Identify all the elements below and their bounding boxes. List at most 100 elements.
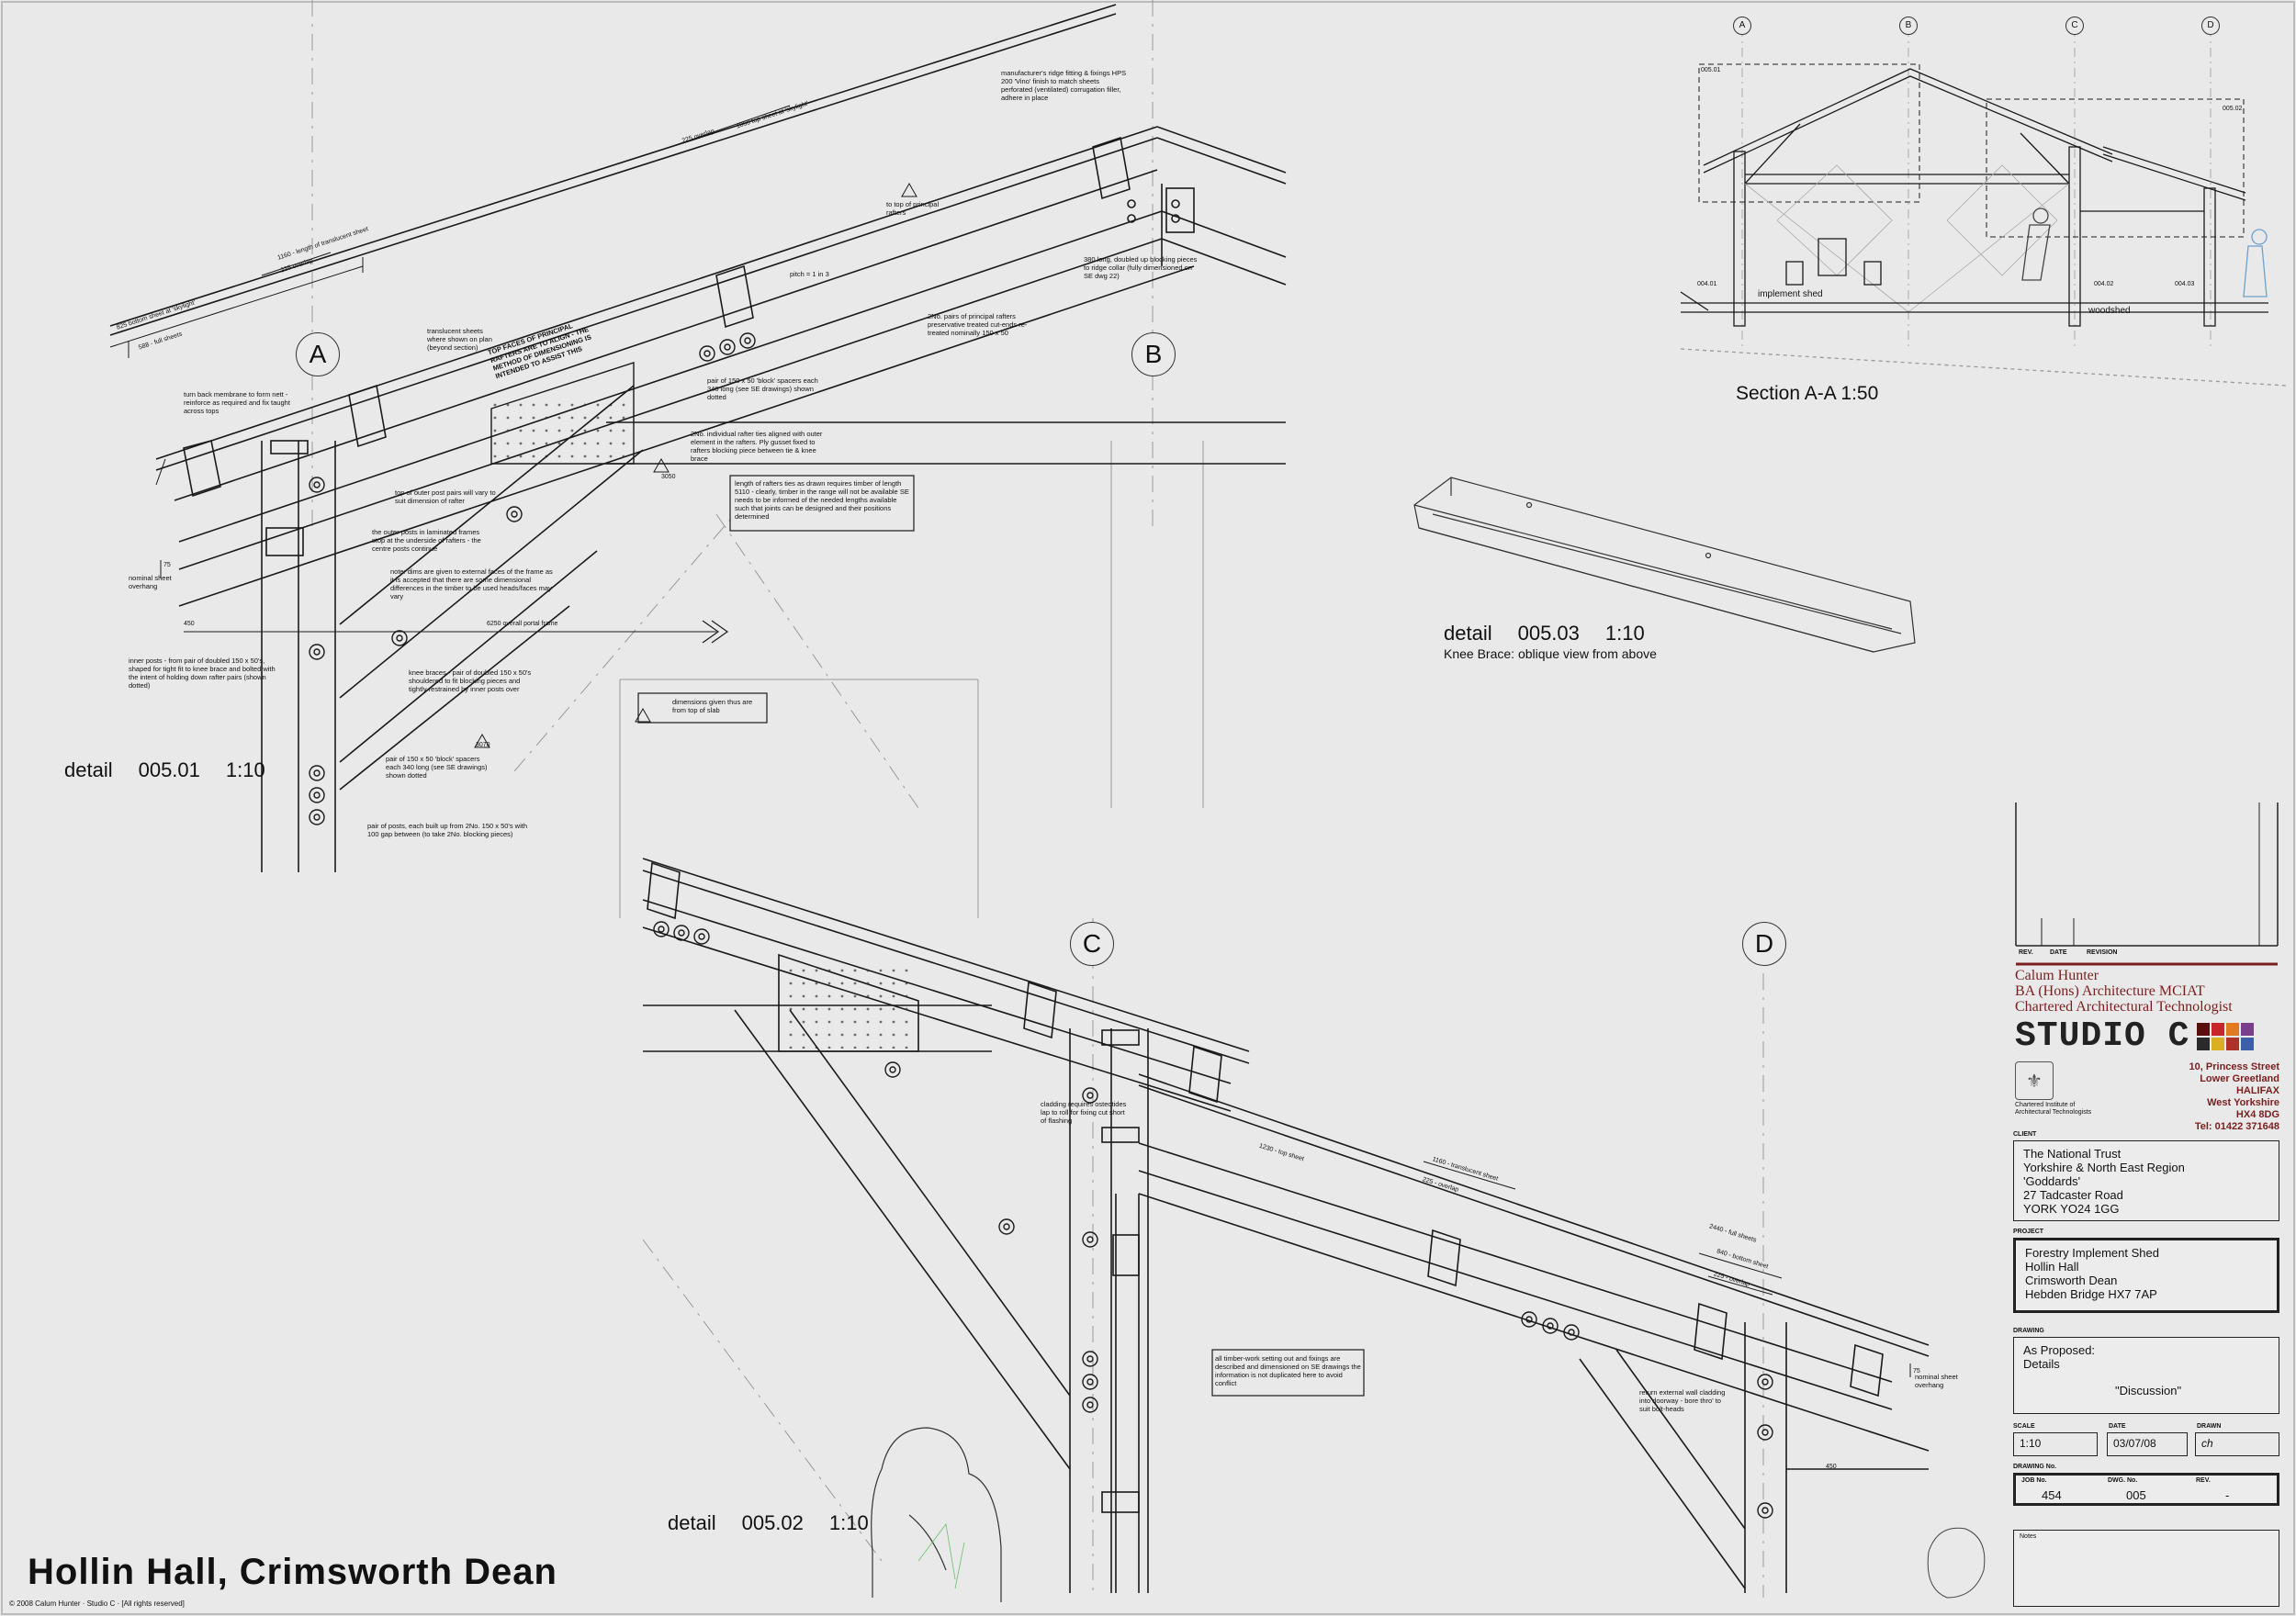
note-outer-posts: the outer posts in laminated frames stop… (372, 528, 481, 553)
note-rafter-length: length of rafters ties as drawn requires… (735, 479, 909, 521)
client-line: Yorkshire & North East Region (2023, 1161, 2185, 1174)
title-block: REV. DATE REVISION Calum Hunter BA (Hons… (2013, 802, 2281, 1610)
client-line: 27 Tadcaster Road (2023, 1188, 2123, 1202)
note-cladding: cladding requires osteotides lap to roll… (1041, 1100, 1127, 1125)
address-line: Tel: 01422 371648 (2194, 1121, 2279, 1132)
client-box: The National Trust Yorkshire & North Eas… (2013, 1140, 2279, 1221)
note-top-of-slab: dimensions given thus are from top of sl… (672, 698, 753, 714)
swatch (2197, 1022, 2211, 1036)
dwg-no-value: 005 (2126, 1488, 2146, 1502)
note-nominal-overhang: nominal sheet overhang (1915, 1373, 1958, 1389)
section-a-a-label: Section A-A 1:50 (1736, 383, 1879, 404)
note-timber-work: all timber-work setting out and fixings … (1215, 1354, 1361, 1387)
swatch (2212, 1037, 2225, 1050)
revision-caption: REVISION (2087, 949, 2118, 956)
section-grid-c: C (2065, 17, 2084, 35)
firm-role: Chartered Architectural Technologist (2015, 999, 2233, 1015)
project-caption: PROJECT (2013, 1229, 2044, 1235)
rev-caption-tb: REV. (2196, 1477, 2211, 1484)
studio-c-logo: STUDIO C (2015, 1016, 2190, 1056)
detail-scale: 1:10 (1604, 622, 1645, 645)
drawing-status: "Discussion" (2115, 1384, 2182, 1397)
note-rafter-ties: 2No. individual rafter ties aligned with… (691, 430, 823, 463)
scale-caption: SCALE (2013, 1423, 2035, 1430)
note-top-of-rafters: to top of principal rafters (886, 200, 940, 217)
detail-005-03-drawing (1413, 477, 1916, 653)
project-line: Hollin Hall (2025, 1260, 2079, 1274)
note-inner-posts: inner posts - from pair of doubled 150 x… (129, 656, 276, 690)
swatch (2226, 1022, 2240, 1036)
drawn-cell: ch (2195, 1432, 2279, 1456)
note-knee-braces: knee braces - pair of doubled 150 x 50's… (409, 668, 532, 693)
drawing-line-1: As Proposed: (2023, 1343, 2096, 1357)
date-cell: 03/07/08 (2107, 1432, 2188, 1456)
note-return-cladding: return external wall cladding into doorw… (1639, 1388, 1726, 1413)
client-line: The National Trust (2023, 1147, 2122, 1161)
drawing-no-caption: DRAWING No. (2013, 1464, 2057, 1470)
address-line: HALIFAX (2235, 1085, 2279, 1096)
firm-quals: BA (Hons) Architecture MCIAT (2015, 983, 2205, 999)
swatch (2241, 1022, 2255, 1036)
dim-3050: 3050 (661, 474, 676, 480)
rev-value: - (2225, 1488, 2230, 1502)
firm-address: 10, Princess Street Lower Greetland HALI… (2189, 1061, 2279, 1133)
project-line: Hebden Bridge HX7 7AP (2025, 1287, 2157, 1301)
section-t2: 004.02 (2094, 281, 2114, 287)
title-block-frame (2015, 802, 2279, 966)
section-grid-b: B (1899, 17, 1918, 35)
note-pair-of-posts: pair of posts, each built up from 2No. 1… (367, 822, 528, 838)
section-woodshed: woodshed (2088, 306, 2131, 316)
detail-scale: 1:10 (828, 1511, 869, 1534)
drawn-caption: DRAWN (2197, 1423, 2222, 1430)
grid-bubble-c: C (1070, 922, 1114, 966)
swatch (2226, 1037, 2240, 1050)
dim-75-b: 75 (1913, 1368, 1920, 1375)
detail-word: detail (668, 1511, 716, 1534)
section-t1: 004.01 (1697, 281, 1717, 287)
detail-number: 005.01 (138, 758, 200, 781)
project-line: Crimsworth Dean (2025, 1274, 2118, 1287)
ciat-text: Chartered Institute of Architectural Tec… (2015, 1102, 2092, 1116)
grid-bubble-d: D (1742, 922, 1786, 966)
detail-number: 005.03 (1517, 622, 1580, 645)
drawing-caption: DRAWING (2013, 1328, 2044, 1334)
dwg-no-caption: DWG. No. (2108, 1477, 2138, 1484)
detail-scale: 1:10 (225, 758, 265, 781)
swatch (2197, 1037, 2211, 1050)
grid-bubble-b: B (1131, 332, 1176, 376)
dim-450-b: 450 (1826, 1464, 1837, 1470)
dim-3070: 3070 (476, 742, 490, 748)
detail-word: detail (1444, 622, 1492, 645)
client-caption: CLIENT (2013, 1131, 2037, 1138)
note-principal-rafters: 2No. pairs of principal rafters preserva… (928, 312, 1028, 337)
address-line: West Yorkshire (2207, 1097, 2279, 1108)
project-line: Forestry Implement Shed (2025, 1246, 2159, 1260)
section-a-a-drawing (1680, 28, 2288, 387)
detail-005-03-label: detail 005.03 1:10 (1444, 622, 1671, 645)
detail-005-01-label: detail 005.01 1:10 (64, 758, 291, 782)
detail-005-03-caption: Knee Brace: oblique view from above (1444, 646, 1657, 661)
date-caption-tb: DATE (2109, 1423, 2126, 1430)
note-membrane: turn back membrane to form nett - reinfo… (184, 390, 290, 415)
note-outer-post-tops: top of outer post pairs will vary to sui… (395, 488, 496, 505)
note-translucent: translucent sheets where shown on plan (… (427, 327, 492, 352)
firm-name: Calum Hunter (2015, 968, 2099, 983)
note-dims-external: note: dims are given to external faces o… (390, 567, 553, 600)
rev-caption: REV. (2019, 949, 2033, 956)
detail-word: detail (64, 758, 113, 781)
ciat-seal-icon: ⚜ (2015, 1061, 2054, 1100)
date-caption: DATE (2050, 949, 2067, 956)
swatch (2212, 1022, 2225, 1036)
project-box: Forestry Implement Shed Hollin Hall Crim… (2013, 1238, 2279, 1313)
grid-bubble-a: A (296, 332, 340, 376)
address-line: Lower Greetland (2200, 1073, 2279, 1084)
notes-caption: Notes (2020, 1533, 2037, 1540)
colour-swatches (2197, 1022, 2255, 1050)
section-grid-a: A (1733, 17, 1751, 35)
swatch (2241, 1037, 2255, 1050)
job-no-caption: JOB No. (2021, 1477, 2047, 1484)
job-no-value: 454 (2042, 1488, 2062, 1502)
drawing-box: As Proposed: Details "Discussion" (2013, 1337, 2279, 1414)
section-tag-right: 005.02 (2223, 106, 2243, 112)
section-implement-shed: implement shed (1758, 289, 1823, 299)
